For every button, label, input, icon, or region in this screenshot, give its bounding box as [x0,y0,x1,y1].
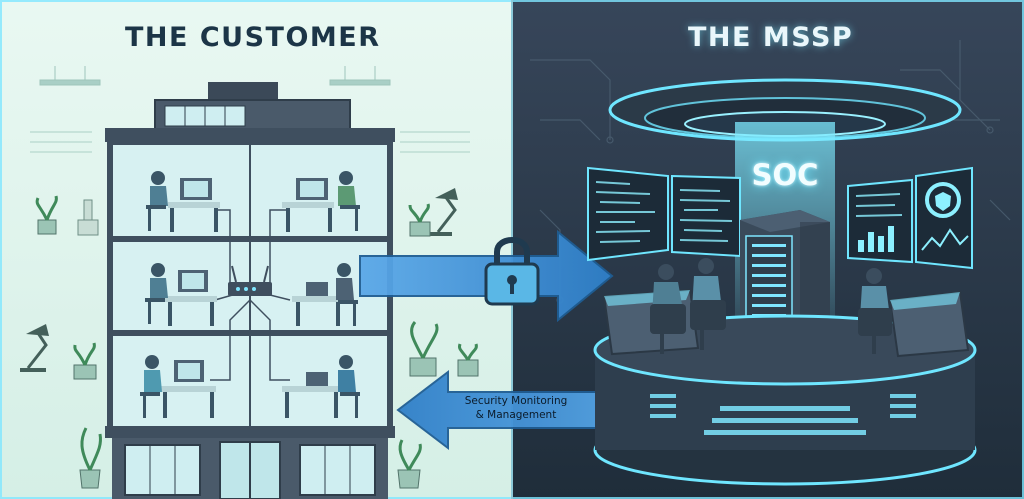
mssp-title: THE MSSP [688,22,854,53]
code-screen-right [847,178,913,264]
plant-icon [73,342,97,380]
ceiling-lamps [39,66,391,86]
arrow-label-line2: & Management [475,409,557,421]
line-chart-icon [921,228,969,251]
soc-operators [602,258,970,358]
customer-title: THE CUSTOMER [125,22,381,53]
plant-icon [457,343,479,377]
desk-lamp-icon [20,324,49,372]
worker-figure [145,263,217,326]
arrow-label: Security Monitoring & Management [446,394,586,422]
plant-icon [79,427,102,489]
code-screen-center [671,174,741,258]
plant-icon [397,439,422,489]
shield-gauge-icon [925,182,961,218]
dashboard-screen [915,166,973,270]
console-desk-right [888,290,970,358]
worker-figure [292,263,358,326]
plant-icon [408,203,431,237]
wall-stripes [30,131,470,153]
plant-icon [409,321,439,377]
router-icon [228,265,272,296]
plant-icon [77,199,99,236]
arrow-label-line1: Security Monitoring [464,395,568,407]
bar-chart-icon [858,226,894,252]
code-screen-left [587,166,669,262]
plant-icon [35,195,58,235]
worker-figure [140,355,216,418]
worker-figure [282,355,360,418]
worker-figure [282,171,360,232]
padlock-icon [484,237,540,306]
desk-lamp-icon [430,188,458,236]
soc-label: SOC [751,158,819,192]
worker-figure [146,171,220,232]
office-workers [140,171,360,418]
